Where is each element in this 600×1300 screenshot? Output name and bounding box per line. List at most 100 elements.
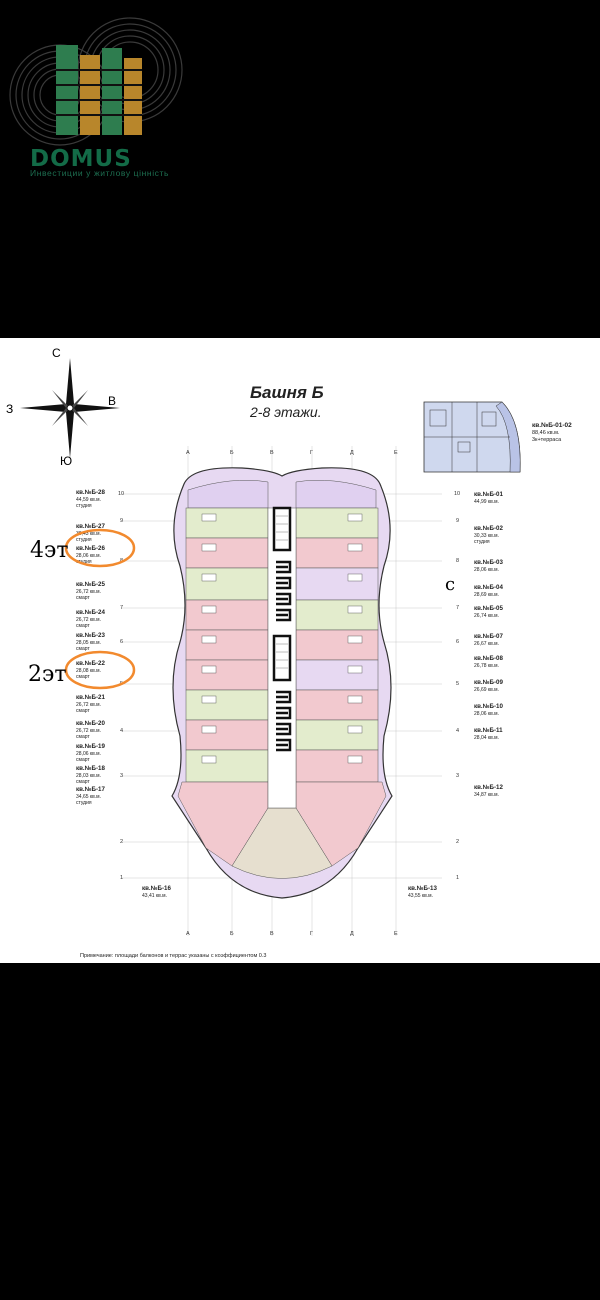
- unit-name: кв.№Б-22: [76, 660, 105, 667]
- mini-plan-type: 3к+терраса: [532, 437, 562, 443]
- mini-plan-name: кв.№Б-01-02: [532, 422, 572, 429]
- unit-type: смарт: [76, 734, 90, 740]
- axis-letter: Г: [310, 450, 313, 456]
- logo-mark: [9, 17, 183, 146]
- unit-area: 43,55 кв.м.: [408, 892, 433, 899]
- compass-s: Ю: [60, 454, 73, 468]
- axis-number: 4: [456, 728, 460, 734]
- unit-type: смарт: [76, 708, 90, 714]
- unit-area: 44,59 кв.м.: [76, 496, 101, 503]
- axis-letter: Б: [230, 931, 234, 937]
- unit-name: кв.№Б-18: [76, 765, 105, 772]
- unit-name: кв.№Б-11: [474, 727, 503, 734]
- floors-subtitle: 2-8 этажи.: [250, 404, 322, 420]
- unit-name: кв.№Б-25: [76, 581, 105, 588]
- unit-type: смарт: [76, 595, 90, 601]
- unit-area: 26,72 кв.м.: [76, 616, 101, 623]
- axis-number: 8: [456, 558, 460, 564]
- unit-name: кв.№Б-17: [76, 786, 105, 793]
- unit-type: студия: [76, 559, 92, 565]
- unit-type: смарт: [76, 757, 90, 763]
- mini-plan-label: кв.№Б-01-02 88,46 кв.м. 3к+терраса: [532, 422, 572, 444]
- axis-number: 2: [120, 839, 124, 845]
- unit-type: смарт: [76, 779, 90, 785]
- unit-name: кв.№Б-28: [76, 489, 105, 496]
- unit-type: смарт: [76, 646, 90, 652]
- handwritten-floor4: 4эт: [30, 538, 69, 563]
- floor-plan-drawing: [122, 446, 442, 936]
- unit-area: 28,06 кв.м.: [76, 552, 101, 559]
- footnote: Примечание: площади балконов и террас ук…: [80, 953, 267, 959]
- unit-area: 44,99 кв.м.: [474, 498, 499, 505]
- axis-number: 4: [120, 728, 124, 734]
- unit-area: 28,08 кв.м.: [76, 667, 101, 674]
- axis-number: 7: [120, 605, 124, 611]
- axis-number: 2: [456, 839, 460, 845]
- axis-number: 10: [454, 491, 461, 497]
- unit-name: кв.№Б-24: [76, 609, 105, 616]
- handwritten-floor2: 2эт: [28, 662, 67, 687]
- unit-area: 43,41 кв.м.: [142, 892, 167, 899]
- unit-type: студия: [76, 800, 92, 806]
- axis-number: 1: [456, 875, 460, 881]
- brand-tagline: Инвестиции у житлову цінність: [30, 168, 170, 178]
- unit-name: кв.№Б-08: [474, 655, 503, 662]
- unit-name: кв.№Б-23: [76, 632, 105, 639]
- unit-area: 26,74 кв.м.: [474, 612, 499, 619]
- axis-number: 6: [120, 639, 124, 645]
- compass-e: В: [108, 394, 117, 408]
- mini-plan-image: [422, 392, 524, 477]
- unit-name: кв.№Б-03: [474, 559, 503, 566]
- unit-type: студия: [76, 537, 92, 543]
- axis-number: 9: [120, 518, 124, 524]
- unit-area: 26,78 кв.м.: [474, 662, 499, 669]
- unit-name: кв.№Б-01: [474, 491, 503, 498]
- unit-area: 26,72 кв.м.: [76, 727, 101, 734]
- unit-area: 28,06 кв.м.: [474, 566, 499, 573]
- unit-area: 28,05 кв.м.: [76, 639, 101, 646]
- unit-name: кв.№Б-10: [474, 703, 503, 710]
- unit-name: кв.№Б-19: [76, 743, 105, 750]
- unit-area: 28,06 кв.м.: [76, 750, 101, 757]
- unit-area: 26,67 кв.м.: [474, 640, 499, 647]
- unit-name: кв.№Б-13: [408, 885, 437, 892]
- unit-area: 28,06 кв.м.: [474, 710, 499, 717]
- axis-number: 3: [120, 773, 124, 779]
- unit-name: кв.№Б-12: [474, 784, 503, 791]
- compass-rose: С Ю З В: [2, 346, 122, 468]
- axis-number: 5: [456, 681, 460, 687]
- axis-letter: Д: [350, 931, 354, 937]
- axis-number: 3: [456, 773, 460, 779]
- unit-name: кв.№Б-16: [142, 885, 171, 892]
- unit-name: кв.№Б-20: [76, 720, 105, 727]
- axis-letter: В: [270, 931, 274, 937]
- unit-area: 28,04 кв.м.: [474, 734, 499, 741]
- compass-w: З: [6, 402, 14, 416]
- unit-name: кв.№Б-02: [474, 525, 503, 532]
- handwritten-mark: с: [445, 574, 456, 595]
- unit-area: 34,65 кв.м.: [76, 793, 101, 800]
- highlight-circle-b22: [64, 650, 136, 690]
- axis-number: 10: [118, 491, 125, 497]
- axis-number: 6: [456, 639, 460, 645]
- axis-letter: Д: [350, 450, 354, 456]
- unit-type: смарт: [76, 623, 90, 629]
